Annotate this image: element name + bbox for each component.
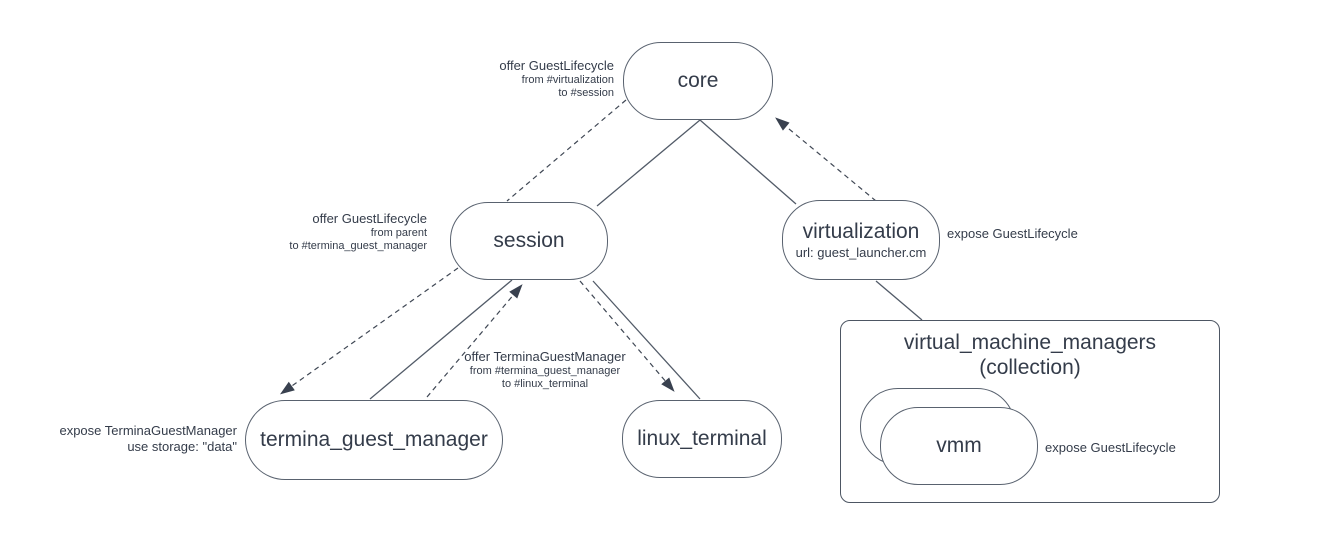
edge-offer-session-to-termina: [279, 267, 459, 395]
node-virtualization-label: virtualization: [802, 219, 920, 243]
node-virtualization: virtualization url: guest_launcher.cm: [782, 200, 940, 280]
edge-expose-virtualization-to-core: [775, 117, 877, 202]
node-virtualization-url: url: guest_launcher.cm: [795, 244, 927, 260]
collection-virtual-machine-managers: virtual_machine_managers (collection): [840, 320, 1220, 503]
label-offer-guestlifecycle-to-termina: offer GuestLifecycle from parent to #ter…: [289, 211, 427, 252]
node-vmm-label: vmm: [936, 434, 982, 457]
node-linux-terminal-label: linux_terminal: [637, 427, 767, 450]
node-termina-guest-manager-label: termina_guest_manager: [260, 428, 488, 451]
node-linux-terminal: linux_terminal: [622, 400, 782, 478]
edge-parent-virtualization-collection: [875, 280, 923, 321]
edge-parent-core-virtualization: [699, 119, 797, 205]
node-session-label: session: [493, 229, 565, 252]
label-expose-terminaguestmanager: expose TerminaGuestManager use storage: …: [59, 423, 237, 454]
label-expose-guestlifecycle-vmm: expose GuestLifecycle: [1045, 440, 1176, 455]
edge-parent-core-session: [596, 119, 701, 207]
node-core: core: [623, 42, 773, 120]
label-offer-terminaguestmanager: offer TerminaGuestManager from #termina_…: [464, 349, 626, 390]
collection-title: virtual_machine_managers: [903, 331, 1157, 354]
collection-subtitle: (collection): [979, 356, 1081, 379]
node-session: session: [450, 202, 608, 280]
node-termina-guest-manager: termina_guest_manager: [245, 400, 503, 480]
node-vmm: vmm: [880, 407, 1038, 485]
edge-offer-core-to-session: [506, 99, 627, 202]
label-expose-guestlifecycle-virtualization: expose GuestLifecycle: [947, 226, 1078, 241]
label-offer-guestlifecycle-to-session: offer GuestLifecycle from #virtualizatio…: [499, 58, 614, 99]
node-core-label: core: [677, 69, 719, 92]
